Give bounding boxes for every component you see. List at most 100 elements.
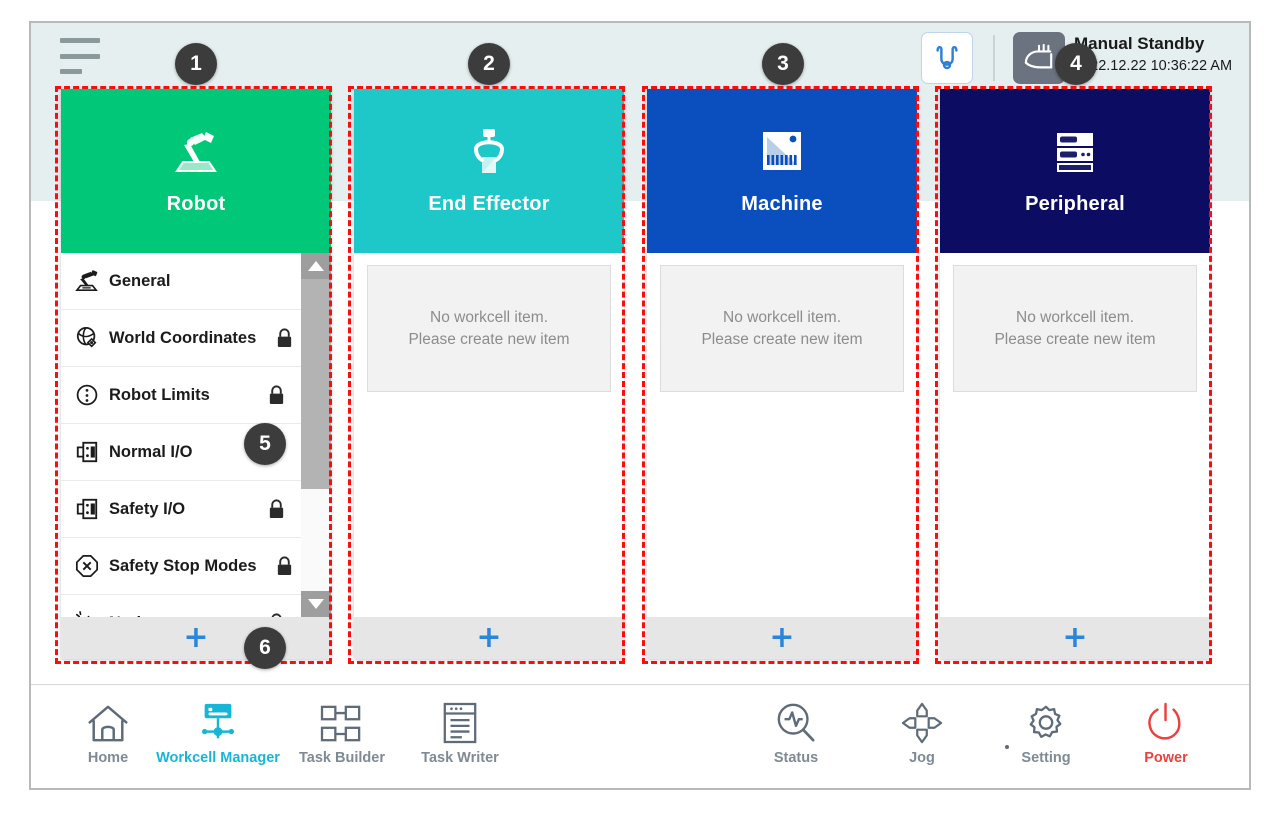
annotation-badge-6: 6: [244, 627, 286, 669]
annotation-badge-5: 5: [244, 423, 286, 465]
nav-item-label: Jog: [909, 750, 935, 766]
robot-status-readout: Manual Standby 2022.12.22 10:36:22 AM: [1074, 33, 1232, 75]
header-divider: [993, 35, 995, 81]
limit-circle-icon: [72, 383, 102, 407]
scrollbar-thumb[interactable]: [301, 279, 331, 489]
lock-icon: [275, 327, 294, 349]
robot-list-item-label: Nudge: [109, 614, 160, 618]
lock-icon: [267, 612, 286, 617]
robot-list-item-label: World Coordinates: [109, 328, 257, 347]
robot-state-label: Manual Standby: [1074, 34, 1205, 53]
nav-item-workcell-manager[interactable]: Workcell Manager: [156, 698, 280, 766]
nav-item-label: Setting: [1021, 750, 1071, 766]
annotation-badge-4: 4: [1055, 43, 1097, 85]
io-port-icon: [72, 497, 102, 521]
nav-item-task-writer[interactable]: Task Writer: [405, 698, 515, 766]
hamburger-line: [60, 38, 100, 43]
nav-item-label: Power: [1144, 750, 1188, 766]
card-header-end-effector[interactable]: End Effector: [354, 89, 624, 253]
nav-item-label: Task Writer: [421, 750, 499, 766]
nav-item-setting[interactable]: Setting: [991, 698, 1101, 766]
add-machine-button[interactable]: +: [647, 617, 917, 659]
card-header-robot[interactable]: Robot: [61, 89, 331, 253]
lock-icon: [277, 327, 292, 347]
hand-nudge-icon: [72, 611, 102, 617]
empty-line-2: Please create new item: [994, 330, 1156, 348]
workcell-card-end-effector: End Effector No workcell item. Please cr…: [354, 89, 624, 659]
plus-icon: +: [1062, 620, 1088, 655]
card-header-peripheral[interactable]: Peripheral: [940, 89, 1210, 253]
plus-icon: +: [769, 620, 795, 655]
add-robot-button[interactable]: +: [61, 617, 331, 659]
lock-icon: [267, 498, 286, 520]
add-peripheral-button[interactable]: +: [940, 617, 1210, 659]
timestamp-label: 2022.12.22 10:36:22 AM: [1074, 57, 1233, 74]
power-icon: [1146, 698, 1186, 744]
plus-icon: +: [476, 620, 502, 655]
collaborative-robot-icon-button[interactable]: [921, 32, 973, 84]
lock-icon: [271, 612, 282, 617]
nav-item-power[interactable]: Power: [1111, 698, 1221, 766]
robot-arm-icon: [72, 270, 102, 292]
nav-item-jog[interactable]: Jog: [867, 698, 977, 766]
robot-list-item[interactable]: Safety Stop Modes: [61, 538, 301, 595]
robot-list-item[interactable]: World Coordinates: [61, 310, 301, 367]
robot-list-item[interactable]: Safety I/O: [61, 481, 301, 538]
annotation-badge-2: 2: [468, 43, 510, 85]
empty-line-1: No workcell item.: [1016, 308, 1134, 326]
card-title-robot: Robot: [166, 192, 226, 215]
stop-circle-icon: [72, 554, 102, 578]
triangle-up-icon[interactable]: [301, 253, 331, 279]
lock-icon: [275, 555, 294, 577]
task-writer-icon: [441, 698, 479, 744]
task-builder-icon: [319, 698, 365, 744]
triangle-down-icon[interactable]: [301, 591, 331, 617]
collaborative-robot-icon: [936, 46, 958, 70]
hamburger-line: [60, 53, 100, 59]
status-pulse-icon: [774, 698, 818, 744]
io-port-icon: [72, 440, 102, 464]
nav-separator-dot: [1005, 745, 1009, 749]
machine-icon: [757, 127, 807, 179]
device-frame: Manual Standby 2022.12.22 10:36:22 AM: [29, 21, 1251, 790]
hamburger-menu-icon[interactable]: [60, 38, 104, 74]
nav-item-label: Home: [87, 750, 129, 766]
robot-list-item-label: Safety Stop Modes: [109, 556, 257, 575]
empty-line-2: Please create new item: [408, 330, 570, 348]
empty-state-peripheral: No workcell item. Please create new item: [953, 265, 1197, 392]
jog-arrows-icon: [901, 698, 943, 744]
lock-icon: [269, 498, 284, 518]
empty-line-1: No workcell item.: [723, 308, 841, 326]
nav-item-status[interactable]: Status: [741, 698, 851, 766]
card-body-machine: No workcell item. Please create new item: [647, 253, 917, 617]
robot-list-item[interactable]: Normal I/O: [61, 424, 301, 481]
home-icon: [86, 698, 130, 744]
empty-line-2: Please create new item: [701, 330, 863, 348]
card-title-peripheral: Peripheral: [1025, 192, 1125, 215]
card-body-peripheral: No workcell item. Please create new item: [940, 253, 1210, 617]
annotation-badge-1: 1: [175, 43, 217, 85]
robot-list-item[interactable]: Robot Limits: [61, 367, 301, 424]
hand-guide-icon: [1024, 43, 1053, 69]
empty-state-machine: No workcell item. Please create new item: [660, 265, 904, 392]
nav-item-home[interactable]: Home: [53, 698, 163, 766]
robot-list-item[interactable]: Nudge: [61, 595, 301, 617]
workcell-tree-icon: [196, 698, 240, 744]
lock-icon: [269, 384, 284, 404]
nav-item-label: Task Builder: [299, 750, 385, 766]
list-scrollbar[interactable]: [301, 253, 331, 617]
gripper-icon: [468, 127, 510, 179]
robot-list-item[interactable]: General: [61, 253, 301, 310]
card-body-end-effector: No workcell item. Please create new item: [354, 253, 624, 617]
add-end-effector-button[interactable]: +: [354, 617, 624, 659]
annotation-badge-3: 3: [762, 43, 804, 85]
empty-line-1: No workcell item.: [430, 308, 548, 326]
globe-axis-icon: [72, 326, 102, 350]
plus-icon: +: [183, 620, 209, 655]
card-header-machine[interactable]: Machine: [647, 89, 917, 253]
nav-item-task-builder[interactable]: Task Builder: [287, 698, 397, 766]
